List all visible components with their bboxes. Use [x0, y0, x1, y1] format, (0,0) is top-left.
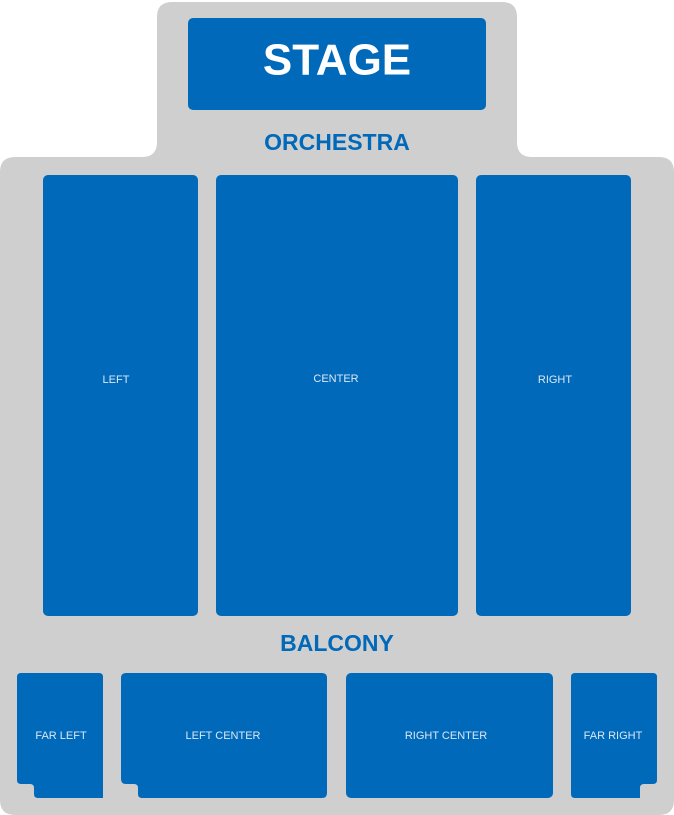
stage-block — [188, 18, 486, 110]
balcony-section-right-center[interactable]: RIGHT CENTER — [346, 673, 553, 798]
section-right-center-shape[interactable] — [346, 673, 553, 798]
section-left-shape[interactable] — [43, 175, 198, 616]
orchestra-section-center[interactable]: CENTER — [216, 175, 458, 616]
balcony-label: BALCONY — [280, 630, 394, 656]
orchestra-section-left[interactable]: LEFT — [43, 175, 198, 616]
balcony-section-far-left[interactable]: FAR LEFT — [17, 673, 103, 798]
section-far-right-shape[interactable] — [571, 673, 657, 798]
section-right-shape[interactable] — [476, 175, 631, 616]
orchestra-section-right[interactable]: RIGHT — [476, 175, 631, 616]
balcony-section-left-center[interactable]: LEFT CENTER — [121, 673, 327, 798]
section-far-left-shape[interactable] — [17, 673, 103, 798]
stage: STAGE — [188, 18, 486, 110]
orchestra-label: ORCHESTRA — [264, 129, 410, 155]
balcony-section-far-right[interactable]: FAR RIGHT — [571, 673, 657, 798]
section-center-shape[interactable] — [216, 175, 458, 616]
stage-label: STAGE — [263, 36, 411, 85]
section-left-center-shape[interactable] — [121, 673, 327, 798]
